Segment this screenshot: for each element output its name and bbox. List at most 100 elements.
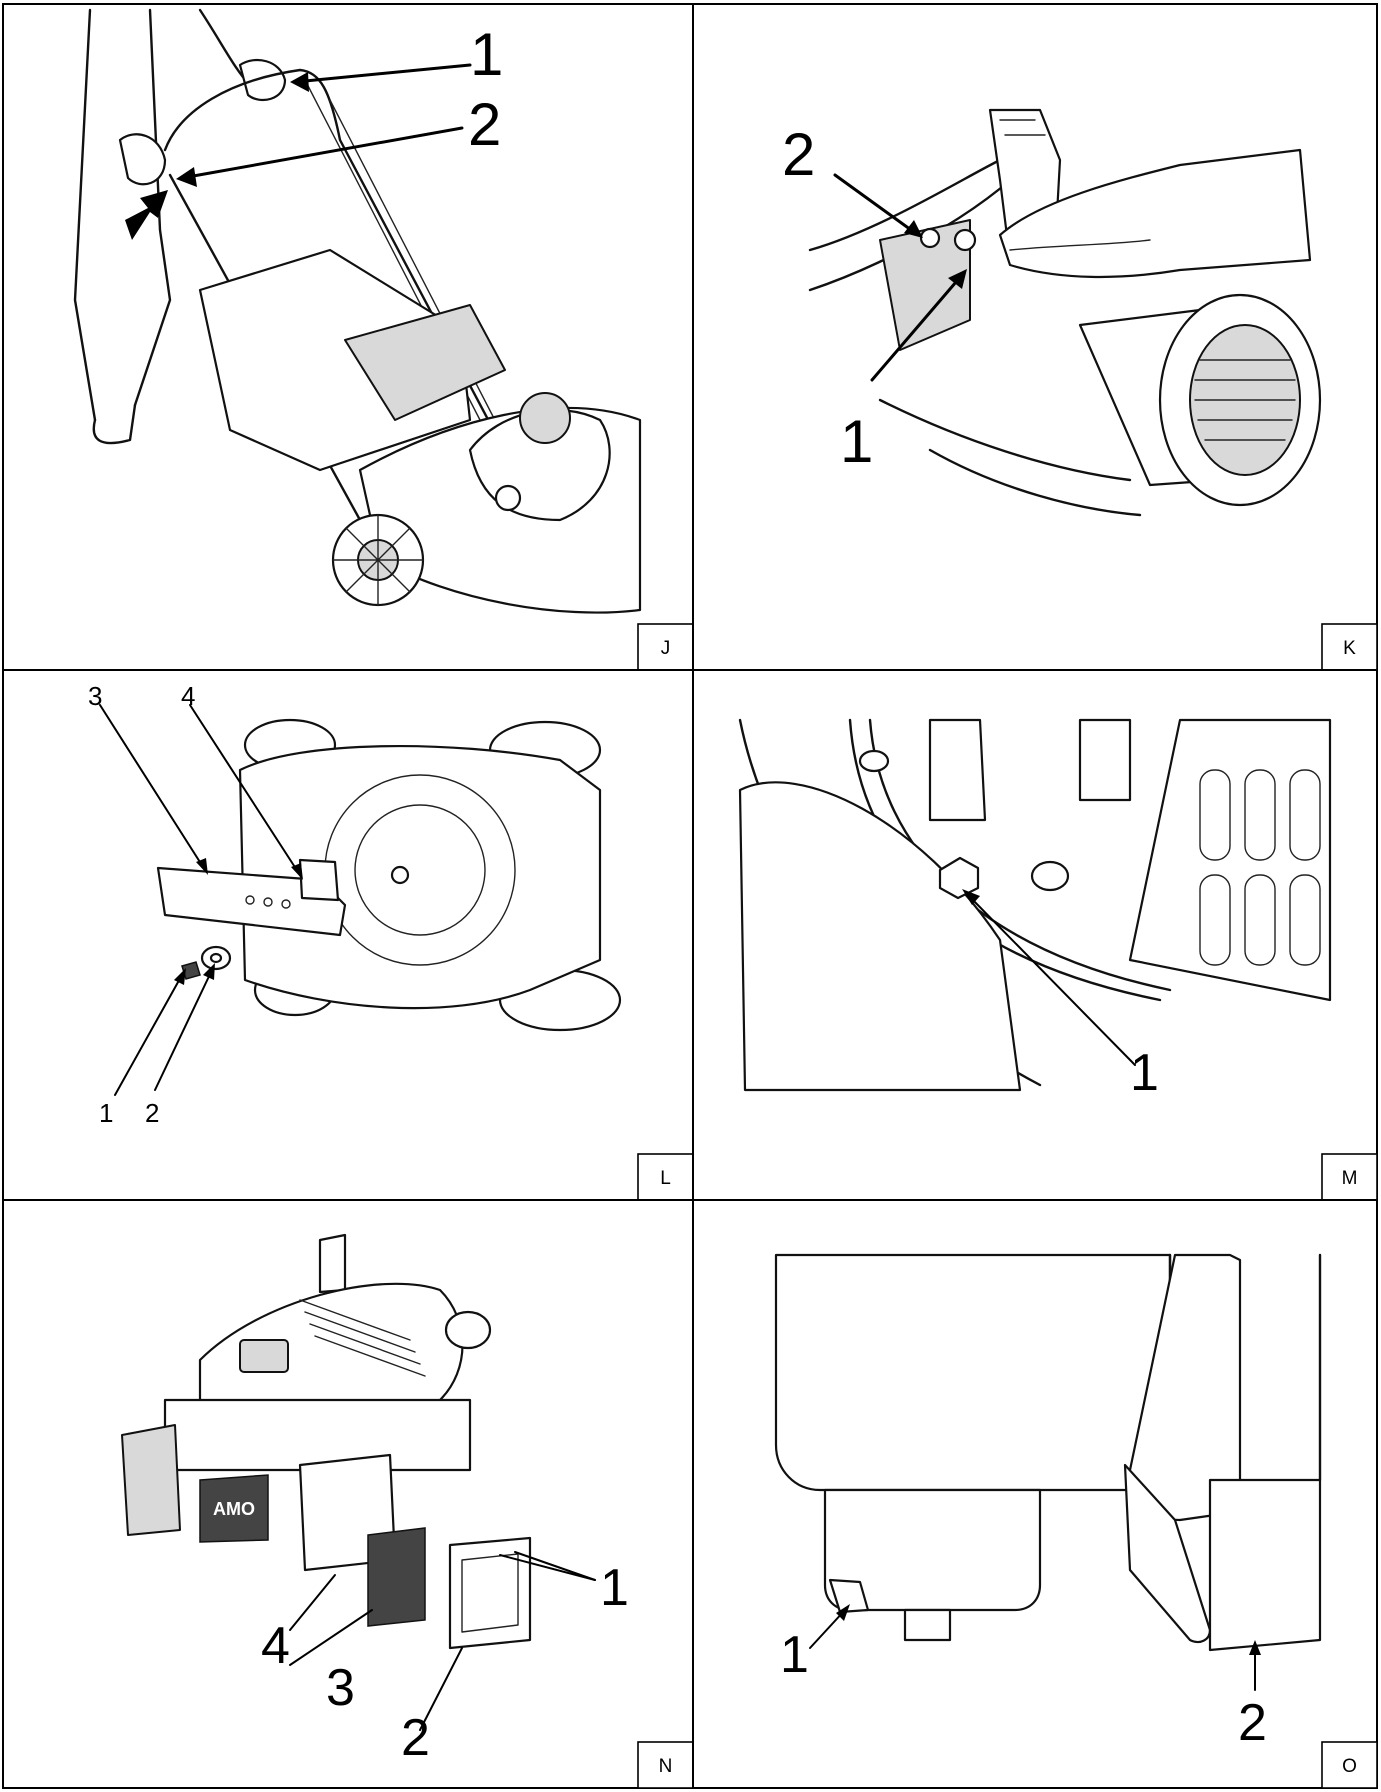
air-filter-cover <box>448 1536 532 1650</box>
rear-wheel-spokes <box>332 514 424 606</box>
arrow-head <box>290 72 309 92</box>
engine-grille <box>121 1424 181 1536</box>
hand-upper <box>238 58 287 102</box>
panel-letter: J <box>661 638 671 659</box>
panel-letter-box <box>1321 623 1378 671</box>
cover-badge <box>239 1339 289 1373</box>
callout-arrow <box>870 273 964 382</box>
grass-box-lid <box>344 304 506 421</box>
callout-line <box>114 974 183 1096</box>
callout-label: 3 <box>326 1659 355 1717</box>
engine-pillar-right <box>1078 718 1132 802</box>
callout-label: 1 <box>840 408 873 475</box>
starter-cup <box>519 392 571 444</box>
deck-foreground <box>738 781 1022 1092</box>
panel-letter-box <box>1321 1741 1378 1789</box>
callout-line <box>419 1647 463 1731</box>
mower-deck-underside <box>238 745 602 1010</box>
air-filter-cover-inner <box>461 1553 519 1633</box>
callout-arrow <box>293 63 472 84</box>
callout-label: 4 <box>181 681 195 711</box>
callout-label: 2 <box>782 121 815 188</box>
wheel-spokes <box>1194 359 1296 441</box>
vent-slot <box>1244 874 1276 966</box>
panel-letter-box <box>637 623 694 671</box>
panel-o: 1 2 O <box>692 1199 1378 1789</box>
panel-j: 1 2 J <box>2 3 694 671</box>
panel-m: 1 M <box>692 669 1378 1201</box>
engine-body <box>163 1398 472 1472</box>
deck-edge <box>878 398 1132 482</box>
callout-label: 1 <box>1130 1044 1159 1102</box>
vent-slot <box>1289 874 1321 966</box>
callout-line <box>514 1551 596 1581</box>
callout-label: 2 <box>468 91 501 158</box>
washer-hole <box>209 952 223 964</box>
muffler-cover <box>1128 718 1332 1002</box>
panel-letter: O <box>1342 1756 1357 1777</box>
callout-label: 2 <box>401 1709 430 1767</box>
panel-k: 2 1 K <box>692 3 1378 671</box>
callout-line <box>154 969 213 1091</box>
arrow-head <box>291 863 303 880</box>
cover-ribs <box>299 1299 426 1377</box>
callout-label: 1 <box>470 21 503 88</box>
crankcase <box>879 219 971 351</box>
callout-arrow <box>833 173 920 237</box>
mount-bolt-2 <box>1030 860 1070 892</box>
engine-badge-plate <box>199 1474 269 1543</box>
arrow-head <box>836 1604 850 1621</box>
blade-hole <box>281 899 291 909</box>
deck-inner <box>928 448 1142 517</box>
callout-line <box>289 1609 373 1666</box>
engine-sump <box>823 1488 1042 1612</box>
panel-k-illustration <box>808 108 1322 517</box>
panel-letter: M <box>1342 1168 1358 1189</box>
vent-slot <box>1244 769 1276 861</box>
blade-hole <box>245 895 255 905</box>
arrow-head <box>174 968 186 985</box>
callout-label: 1 <box>600 1559 629 1617</box>
callout-line <box>809 1609 846 1649</box>
engine-top-curve <box>808 158 1002 252</box>
panel-letter-box <box>1321 1153 1378 1201</box>
drain-bolt-center <box>903 1608 952 1642</box>
callout-label: 2 <box>145 1098 159 1128</box>
panel-letter: N <box>659 1756 673 1777</box>
cutting-blade <box>156 866 347 937</box>
fuel-tank <box>774 1253 1172 1492</box>
hand-lower <box>118 133 167 186</box>
vent-slot <box>1289 769 1321 861</box>
deck-ring-inner <box>354 804 486 936</box>
callout-line <box>967 894 1136 1066</box>
hand-line <box>1009 239 1151 251</box>
panel-n-illustration: AMO <box>121 1233 532 1650</box>
callout-arrow <box>180 126 464 180</box>
fuel-cap <box>444 1310 492 1350</box>
drain-plug <box>828 1578 870 1614</box>
arrow-head <box>948 269 967 289</box>
arrow-head <box>904 220 923 238</box>
oil-drain-bolt <box>938 856 980 900</box>
panel-letter-box <box>637 1153 694 1201</box>
rear-flap <box>1208 1478 1322 1652</box>
arrow-head <box>962 889 980 905</box>
callout-line <box>289 1574 336 1631</box>
callout-label: 2 <box>1238 1694 1267 1752</box>
spindle <box>390 865 410 885</box>
panel-n: AMO 1 4 3 2 N <box>2 1199 694 1789</box>
oil-cap-1 <box>953 228 977 252</box>
engine-badge-logo: AMO <box>213 1499 255 1519</box>
handle-bar <box>163 68 522 482</box>
operator-foot <box>92 403 137 445</box>
panel-j-illustration <box>73 8 642 614</box>
arrow-head <box>203 963 215 980</box>
guard-ribs <box>999 119 1046 136</box>
callout-line <box>499 1554 596 1581</box>
engine-knob <box>494 484 522 512</box>
dipstick-handle <box>318 1233 347 1294</box>
push-direction-arrow <box>125 190 168 240</box>
vent-slot <box>1199 769 1231 861</box>
